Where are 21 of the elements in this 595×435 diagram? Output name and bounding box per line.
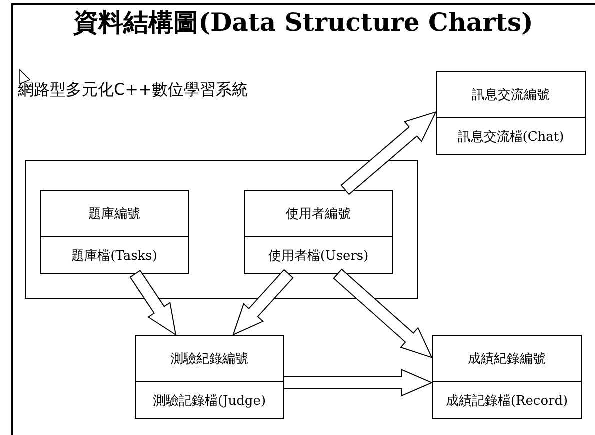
key-field: 訊息交流編號: [437, 72, 585, 117]
key-field: 題庫編號: [41, 191, 188, 236]
diagram-title: 資料結構圖(Data Structure Charts): [72, 7, 534, 39]
group-box: [25, 160, 418, 299]
file-name: 測驗記錄檔(Judge): [136, 381, 283, 419]
key-field: 成績紀錄編號: [433, 336, 581, 381]
record-box: [432, 335, 582, 419]
block-arrow: [340, 111, 437, 196]
block-arrow: [130, 270, 177, 336]
system-label: 網路型多元化C++數位學習系統: [18, 80, 248, 101]
block-arrow: [284, 369, 434, 397]
record-box: [436, 71, 586, 155]
key-field: 使用者編號: [245, 191, 392, 236]
key-field: 測驗紀錄編號: [136, 336, 283, 381]
file-name: 成績記錄檔(Record): [433, 381, 581, 419]
block-arrow: [232, 269, 294, 336]
block-arrow: [333, 268, 433, 359]
file-name: 訊息交流檔(Chat): [437, 117, 585, 155]
record-box: [135, 335, 284, 419]
record-box: [40, 190, 189, 274]
record-box: [244, 190, 393, 274]
